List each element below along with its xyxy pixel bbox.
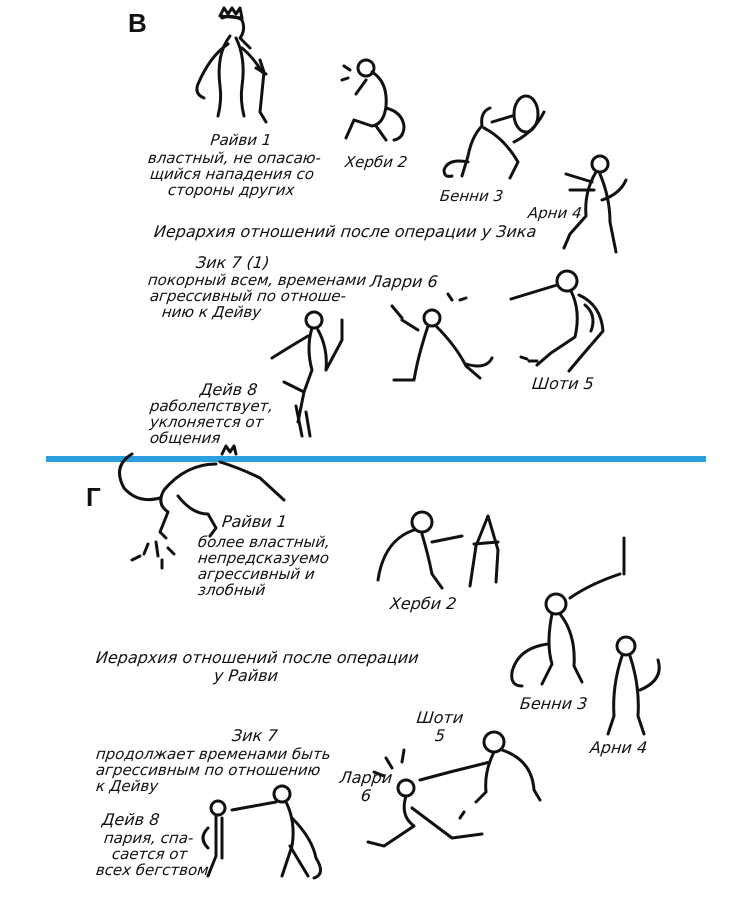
- benni-g-name: Бенни 3: [519, 694, 589, 713]
- benni-monkey-mirror-illustration: [442, 94, 546, 180]
- deiv-g-desc-2: сается от: [111, 845, 189, 863]
- zik-g-desc-2: агрессивным по отношению: [95, 761, 322, 779]
- caption-v: Иерархия отношений после операции у Зика: [153, 222, 538, 241]
- larri-monkey-illustration: [390, 292, 494, 382]
- riviy-g-desc-1: более властный,: [197, 533, 331, 551]
- zik-g-desc-1: продолжает временами быть: [95, 745, 332, 763]
- riviy-crouching-monkey-illustration: [118, 444, 286, 570]
- riviy-v-desc-1: властный, не опасаю-: [147, 149, 322, 167]
- zik-v-name: Зик 7 (1): [195, 253, 271, 272]
- riviy-v-desc-3: стороны других: [167, 181, 296, 199]
- panel-letter-g: Г: [86, 482, 101, 512]
- riviy-g-name: Райви 1: [221, 512, 289, 531]
- riviy-g-desc-3: агрессивный и: [197, 565, 316, 583]
- deiv-v-desc-1: раболепствует,: [149, 397, 275, 415]
- arni-g-name: Арни 4: [589, 738, 649, 757]
- zik-v-desc-1: покорный всем, временами: [147, 271, 368, 289]
- herbi-v-name: Херби 2: [344, 153, 409, 171]
- deiv-v-name: Дейв 8: [199, 380, 259, 399]
- zik-g-name: Зик 7: [231, 726, 279, 745]
- riviy-g-desc-2: непредсказуемо: [197, 549, 330, 567]
- zik-g-desc-3: к Дейву: [95, 777, 160, 795]
- shoti-larri-fighting-illustration: [366, 730, 542, 848]
- zik-monkey-illustration: [270, 310, 344, 424]
- riviy-v-desc-2: щийся нападения со: [149, 165, 315, 183]
- herbi-monkey-illustration: [340, 58, 406, 142]
- zik-v-desc-3: нию к Дейву: [161, 303, 263, 321]
- panel-letter-v: В: [128, 8, 147, 38]
- arni-g-monkey-illustration: [606, 635, 661, 736]
- zik-deiv-chase-illustration: [201, 784, 322, 880]
- herbi-painting-monkey-illustration: [376, 510, 500, 590]
- deiv-v-desc-3: общения: [149, 429, 222, 447]
- deiv-g-name: Дейв 8: [101, 810, 161, 829]
- panel-divider: [46, 456, 706, 462]
- arni-v-name: Арни 4: [527, 204, 583, 222]
- larri-v-name: Ларри 6: [369, 272, 439, 291]
- benni-reaching-monkey-illustration: [510, 536, 626, 688]
- riviy-g-desc-4: злобный: [197, 581, 267, 599]
- caption-g-line1: Иерархия отношений после операции: [95, 648, 420, 667]
- shoti-monkey-illustration: [509, 269, 605, 373]
- riviy-crowned-monkey-illustration: [195, 6, 268, 124]
- benni-v-name: Бенни 3: [439, 187, 505, 205]
- deiv-monkey-illustration: [294, 404, 312, 438]
- caption-g-line2: у Райви: [212, 666, 280, 685]
- deiv-g-desc-1: пария, спа-: [103, 829, 195, 847]
- riviy-v-name: Райви 1: [209, 131, 273, 149]
- deiv-v-desc-2: уклоняется от: [149, 413, 265, 431]
- herbi-g-name: Херби 2: [389, 594, 458, 613]
- arni-monkey-illustration: [562, 154, 628, 254]
- shoti-v-name: Шоти 5: [531, 374, 595, 393]
- deiv-g-desc-3: всех бегством: [95, 861, 210, 879]
